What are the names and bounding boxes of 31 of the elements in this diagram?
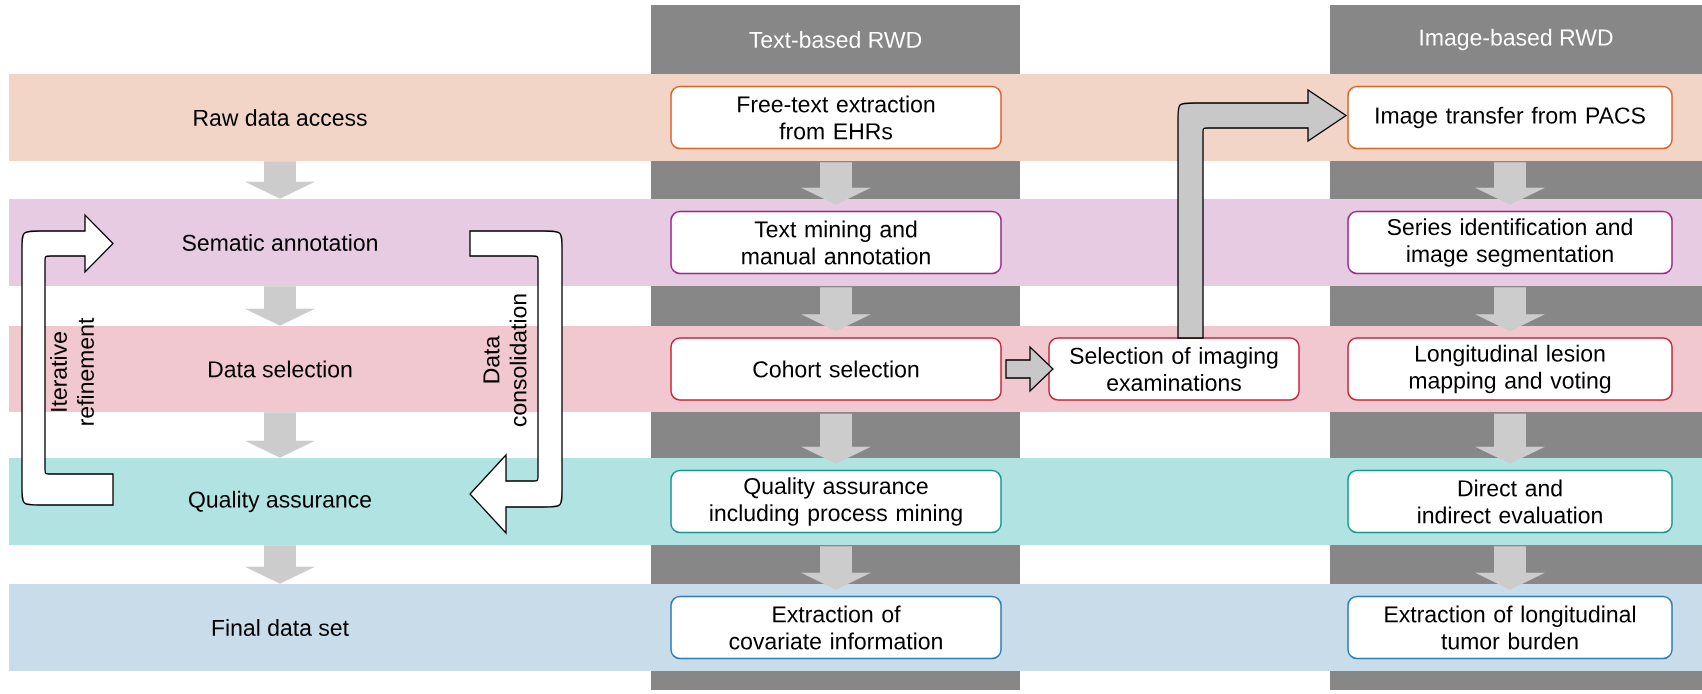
column-header: Text-based RWD [651, 5, 1020, 74]
arrow [245, 545, 315, 584]
block-arrow [469, 230, 563, 534]
block-arrow [1177, 89, 1347, 339]
edge-label: Data consolidation [483, 294, 527, 427]
arrow [245, 161, 315, 199]
process-box: Extraction of longitudinal tumor burden [1347, 595, 1673, 660]
arrow [801, 287, 871, 332]
process-box: Series identification and image segmentation [1347, 210, 1673, 275]
process-box: Direct and indirect evaluation [1347, 469, 1673, 534]
process-box: Free-text extraction from EHRs [670, 85, 1002, 150]
arrow [801, 162, 871, 205]
arrow [801, 546, 871, 590]
block-arrow [1005, 345, 1054, 393]
process-box: Extraction of covariate information [670, 595, 1002, 660]
process-box: Image transfer from PACS [1347, 85, 1673, 150]
arrow [1475, 546, 1545, 590]
arrow [1475, 287, 1545, 332]
process-box: Text mining and manual annotation [670, 210, 1002, 275]
arrow [245, 412, 315, 458]
column-header: Image-based RWD [1330, 5, 1702, 74]
edge-label: Iterative refinement [50, 317, 94, 425]
process-box: Longitudinal lesion mapping and voting [1347, 337, 1673, 401]
arrow [1475, 413, 1545, 464]
block-arrow [21, 214, 114, 506]
process-box: Cohort selection [670, 337, 1002, 401]
process-box: Quality assurance including process mining [670, 469, 1002, 534]
arrow [801, 413, 871, 464]
arrow [1475, 162, 1545, 205]
arrow [245, 286, 315, 326]
process-box: Selection of imaging examinations [1048, 337, 1300, 401]
